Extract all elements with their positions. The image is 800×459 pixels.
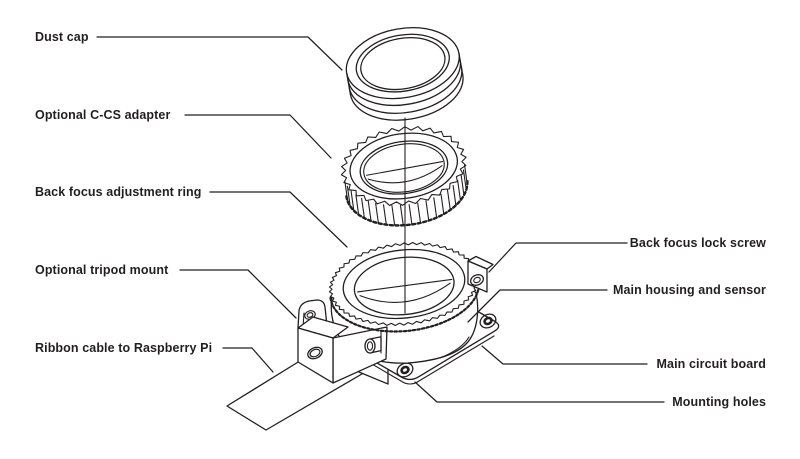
tripod-mount-drawing	[297, 299, 388, 384]
label-c-cs-adapter: Optional C-CS adapter	[35, 108, 171, 122]
label-lock-screw: Back focus lock screw	[629, 236, 766, 250]
label-dust-cap: Dust cap	[35, 30, 89, 44]
label-main-housing: Main housing and sensor	[612, 283, 766, 297]
leader-main-housing	[467, 289, 608, 323]
adjustment-ring-drawing	[328, 241, 480, 333]
label-back-focus-ring: Back focus adjustment ring	[35, 185, 202, 199]
mounting-hole-right	[479, 313, 497, 329]
clamp-screw-drawing	[364, 331, 382, 354]
c-cs-adapter-drawing	[340, 126, 469, 227]
lock-screw-drawing	[467, 255, 494, 293]
tripod-thread-hole	[307, 346, 323, 360]
leader-dust-cap	[96, 36, 343, 71]
dust-cap-drawing	[345, 27, 464, 121]
leader-circuit-board	[481, 345, 648, 365]
leader-c-cs-adapter	[184, 114, 332, 159]
leader-lines	[96, 36, 665, 403]
mounting-hole-bottom	[396, 362, 414, 378]
leader-mounting-holes	[414, 381, 665, 403]
label-mounting-holes: Mounting holes	[672, 395, 766, 409]
leader-lock-screw	[488, 242, 628, 273]
label-circuit-board: Main circuit board	[656, 357, 766, 371]
leader-tripod-mount	[179, 269, 297, 319]
leader-back-focus-ring	[209, 191, 348, 248]
leader-ribbon-cable	[222, 347, 274, 373]
label-tripod-mount: Optional tripod mount	[35, 263, 169, 277]
label-ribbon-cable: Ribbon cable to Raspberry Pi	[35, 341, 213, 355]
